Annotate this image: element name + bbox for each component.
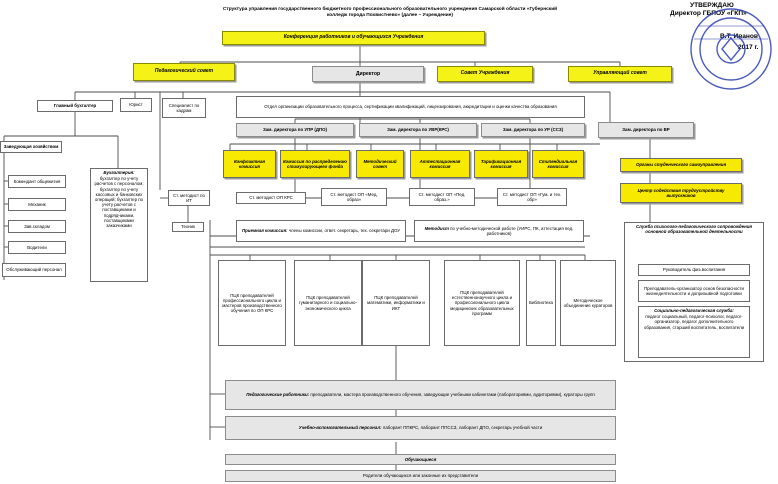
deputy-uvr-box: Зам. директора по УВР(КРС) [359, 123, 477, 137]
social-title: Социально-педагогическая служба: [654, 308, 734, 313]
commission-attestation: Аттестационная комиссия [410, 150, 470, 178]
supply-item-staff: Обслуживающий персонал [2, 263, 66, 277]
accounting-title: Бухгалтерия: [103, 170, 135, 175]
employment-center-box: Центр содействия трудоустройству выпускн… [620, 183, 742, 203]
methodist-note-box: Методист по учебно-методической работе (… [414, 220, 584, 242]
supply-head-box: Заведующая хозяйством [0, 141, 62, 153]
parents-box: Родители обучающихся или законные их пре… [225, 470, 616, 482]
org-dept-box: Отдел организации образовательного проце… [236, 96, 585, 118]
ped-workers-label: Педагогические работники: [246, 392, 310, 398]
cycle-math-box: ПЦК преподавателей математики, информати… [362, 260, 430, 346]
methodist-med-box: Ст. методист ОП «Мед. образ» [321, 188, 387, 206]
it-methodist-box: Ст. методист по ИТ [168, 190, 210, 206]
cycle-professional-box: ПЦК преподавателей профессионального цик… [218, 260, 286, 346]
deputy-ur-box: Зам. директора по УР (ССЗ) [481, 123, 585, 137]
exam-text: члены комиссии, ответ. секретарь, тех. с… [288, 228, 401, 234]
ped-workers-text: преподаватели, мастера производственного… [310, 392, 595, 398]
council-box: Совет Учреждения [437, 66, 533, 82]
approve-label: УТВЕРЖДАЮ [690, 2, 734, 9]
exam-label: Приемная комиссия: [241, 228, 288, 234]
social-text: педагог социальный, педагог-психолог, пе… [643, 314, 745, 330]
seal-stamp-icon [690, 8, 772, 90]
social-service-box: Социально-педагогическая служба: педагог… [638, 306, 750, 358]
student-self-gov-box: Органы студенческого самоуправления [620, 158, 742, 172]
commission-stipend: Стипендиальная комиссия [532, 150, 584, 178]
methodist-krs-box: Ст. методист ОП КРС [236, 192, 306, 204]
supply-item-commandant: Комендант общежития [8, 175, 66, 188]
support-staff-box: Учебно-вспомогательный персонал: лаборан… [225, 416, 616, 440]
methodist-ped-box: Ст. методист ОП «Пед. образ.» [409, 188, 475, 206]
mgmt-council-box: Управляющий совет [568, 66, 672, 82]
approve-director: Директор ГБПОУ «ГКП» [670, 10, 747, 17]
deputy-upr-box: Зам. директора по УПР (ДПО) [236, 123, 354, 137]
commission-stimulus: Комиссия по распределению стимулирующего… [280, 150, 350, 178]
supply-item-drivers: Водители [8, 241, 66, 254]
pe-head-box: Руководитель физ.воспитания [638, 264, 750, 276]
cycle-humanitarian-box: ПЦК преподавателей гуманитарного и социа… [294, 260, 362, 346]
commission-conflict: Конфликтная комиссия [223, 150, 276, 178]
cycle-science-box: ПЦК преподавателей естественнонаучного ц… [444, 260, 520, 346]
approval-block: УТВЕРЖДАЮ Директор ГБПОУ «ГКП» В.Т. Иван… [600, 0, 778, 80]
support-staff-label: Учебно-вспомогательный персонал: [298, 425, 382, 431]
accounting-box: Бухгалтерия: бухгалтер по учету расчетов… [90, 168, 148, 282]
chief-accountant-box: Главный бухгалтер [37, 100, 113, 112]
library-box: Библиотека [526, 260, 556, 346]
supply-item-mechanic: Механик [8, 198, 66, 211]
curators-box: Методическое объединение кураторов [560, 260, 616, 346]
deputy-vr-box: Зам. директора по ВР [598, 122, 694, 138]
ped-workers-box: Педагогические работники: преподаватели,… [225, 380, 616, 410]
commission-tariff: Тарификационная комиссия [474, 150, 528, 178]
commission-method: Методический совет [356, 150, 404, 178]
approve-name: В.Т. Иванов [720, 33, 758, 40]
psych-title: Служба психолого-педагогического сопрово… [635, 224, 753, 235]
page-title: Структура управления государственного бю… [222, 7, 558, 18]
safety-teacher-box: Преподаватель-организатор основ безопасн… [638, 280, 750, 302]
director-box: Директор [312, 66, 424, 82]
techs-box: Техник [172, 222, 204, 232]
students-box: Обучающиеся [225, 454, 616, 465]
accounting-text: бухгалтер по учету расчетов с персоналом… [94, 176, 144, 228]
supply-item-warehouse: Зав.складом [8, 220, 66, 233]
methodist-text: по учебно-методической работе (УИРС, ПК,… [450, 225, 574, 236]
exam-commission-box: Приемная комиссия: члены комиссии, ответ… [236, 220, 406, 242]
conference-box: Конференция работников и обучающихся Учр… [222, 31, 485, 45]
lawyer-box: Юрист [120, 98, 152, 112]
hr-box: Специалист по кадрам [162, 98, 206, 118]
methodist-gum-box: Ст. методист ОП «Гум. и тех. обр» [497, 188, 567, 206]
ped-council-box: Педагогический совет [133, 63, 235, 81]
support-staff-text: лаборант ППКРС, лаборант ППССЗ, лаборант… [382, 425, 543, 431]
approve-year: 2017 г. [738, 44, 759, 51]
methodist-label: Методист [424, 225, 449, 231]
